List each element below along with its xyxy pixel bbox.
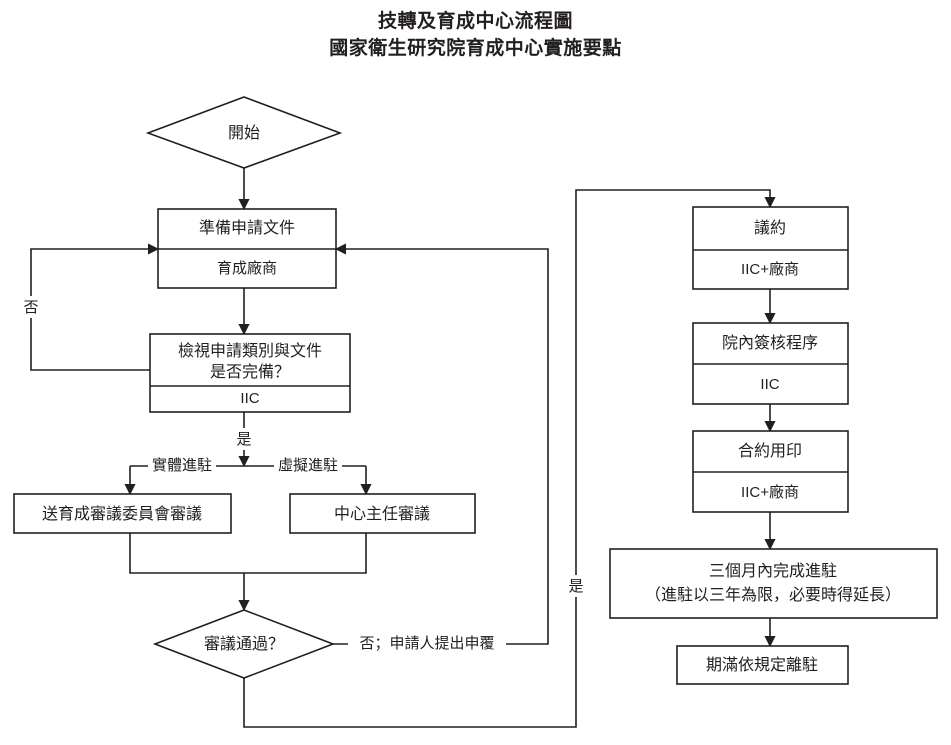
node-contract-seal[interactable]: 合約用印 IIC+廠商 xyxy=(692,430,849,513)
node-internal-sign[interactable]: 院內簽核程序 IIC xyxy=(692,322,849,405)
title-line-2: 國家衛生研究院育成中心實施要點 xyxy=(329,38,622,59)
edge-director-merge xyxy=(244,533,367,574)
move-in-box-shape xyxy=(609,548,938,619)
node-committee-review[interactable]: 送育成審議委員會審議 xyxy=(13,493,232,534)
internal-sign-label: 院內簽核程序 xyxy=(722,334,818,352)
negotiate-label: 議約 xyxy=(754,219,786,237)
node-prepare[interactable]: 準備申請文件 育成廠商 xyxy=(157,208,337,289)
edge-label-appeal: 否；申請人提出申覆 xyxy=(348,634,506,655)
start-label: 開始 xyxy=(228,124,260,142)
director-box-shape xyxy=(289,493,476,534)
node-director-review[interactable]: 中心主任審議 xyxy=(289,493,476,534)
node-start[interactable]: 開始 xyxy=(145,96,343,169)
node-move-out[interactable]: 期滿依規定離駐 xyxy=(676,645,849,685)
edge-label-approved-yes-text: 是 xyxy=(568,578,583,595)
edge-label-docs-yes-text: 是 xyxy=(236,431,251,448)
edge-label-docs-no: 否 xyxy=(18,296,44,318)
edge-label-docs-no-text: 否 xyxy=(23,299,38,316)
edge-review-no-loop xyxy=(30,243,160,371)
edge-approved-yes xyxy=(243,189,776,728)
node-approved-decision[interactable]: 審議通過？ xyxy=(152,609,336,679)
start-diamond-shape xyxy=(145,96,343,169)
prepare-role: 育成廠商 xyxy=(217,259,277,277)
prepare-label: 準備申請文件 xyxy=(199,219,295,237)
edge-label-physical: 實體進駐 xyxy=(148,456,216,477)
node-negotiate[interactable]: 議約 IIC+廠商 xyxy=(692,206,849,290)
review-docs-role: IIC xyxy=(240,390,259,407)
edge-label-physical-text: 實體進駐 xyxy=(152,456,212,474)
review-docs-box-shape xyxy=(149,333,351,413)
review-docs-label-line1: 檢視申請類別與文件 xyxy=(178,342,322,360)
negotiate-box-shape xyxy=(692,206,849,290)
edge-label-virtual-text: 虛擬進駐 xyxy=(278,457,338,474)
approved-label: 審議通過？ xyxy=(204,635,284,653)
move-out-label: 期滿依規定離駐 xyxy=(706,656,818,674)
node-move-in[interactable]: 三個月內完成進駐 （進駐以三年為限，必要時得延長） xyxy=(609,548,938,619)
move-in-label-line1: 三個月內完成進駐 xyxy=(709,562,837,580)
edge-label-approved-yes: 是 xyxy=(563,575,589,597)
director-label: 中心主任審議 xyxy=(334,505,430,523)
edge-committee-merge xyxy=(129,533,244,574)
internal-sign-role: IIC xyxy=(760,376,779,393)
title-line-1: 技轉及育成中心流程圖 xyxy=(377,11,573,32)
edge-approved-no-appeal xyxy=(333,243,549,645)
edge-label-appeal-text: 否；申請人提出申覆 xyxy=(359,635,494,652)
contract-seal-role: IIC+廠商 xyxy=(741,483,799,501)
negotiate-role: IIC+廠商 xyxy=(741,260,799,278)
committee-label: 送育成審議委員會審議 xyxy=(42,505,202,523)
approved-diamond-shape xyxy=(152,609,336,679)
move-out-box-shape xyxy=(676,645,849,685)
page-title: 技轉及育成中心流程圖 國家衛生研究院育成中心實施要點 xyxy=(0,8,951,62)
contract-seal-label: 合約用印 xyxy=(738,442,802,460)
committee-box-shape xyxy=(13,493,232,534)
edge-label-docs-yes: 是 xyxy=(231,428,257,450)
review-docs-label-line2: 是否完備？ xyxy=(210,363,290,381)
edge-label-virtual: 虛擬進駐 xyxy=(274,456,342,477)
node-review-docs[interactable]: 檢視申請類別與文件 是否完備？ IIC xyxy=(149,333,351,413)
move-in-label-line2: （進駐以三年為限，必要時得延長） xyxy=(645,586,901,604)
